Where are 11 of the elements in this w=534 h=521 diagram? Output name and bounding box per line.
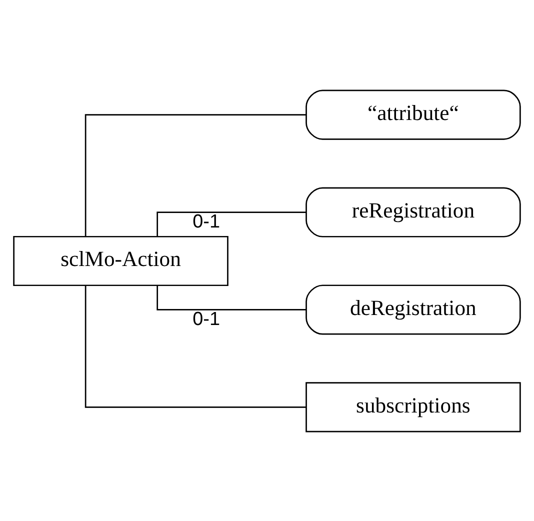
node-box: subscriptions: [306, 382, 521, 432]
edge-label: 0-1: [192, 308, 220, 330]
connector: [84, 285, 306, 408]
node-box: sclMo-Action: [13, 235, 228, 286]
node-box: reRegistration: [306, 186, 521, 237]
node-box: “attribute“: [306, 89, 521, 140]
connector: [156, 211, 306, 236]
connector: [156, 285, 306, 310]
edge-label: 0-1: [192, 210, 220, 232]
connector: [84, 114, 306, 236]
node-box: deRegistration: [306, 284, 521, 334]
